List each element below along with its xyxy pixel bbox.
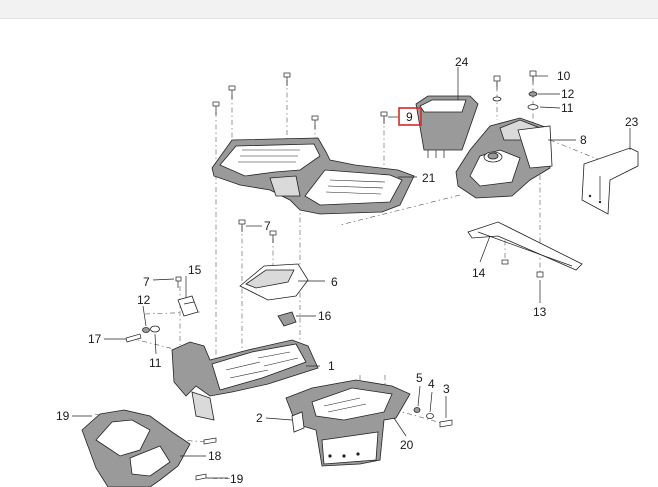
hardware-5-4-3	[413, 407, 453, 428]
part-8-tank-assembly	[455, 117, 553, 199]
callout-4: 4	[428, 377, 435, 391]
part-21-floor-plate	[211, 137, 415, 215]
callout-1: 1	[328, 359, 335, 373]
callout-11-left: 11	[149, 356, 162, 370]
callout-24: 24	[455, 55, 469, 69]
callout-3: 3	[443, 382, 450, 396]
callout-20: 20	[400, 438, 414, 452]
part-1-floor-pan	[171, 339, 319, 421]
part-24-bracket	[415, 95, 479, 158]
callout-23: 23	[625, 115, 639, 129]
part-15-bracket	[177, 295, 199, 317]
part-20-rear-floor	[285, 379, 411, 467]
part-23-side-bracket	[581, 147, 639, 215]
callout-12-right: 12	[561, 87, 575, 101]
callout-11-right: 11	[561, 101, 574, 115]
highlight-box-9	[398, 107, 422, 126]
hardware-10-12-11	[492, 70, 539, 110]
callout-16: 16	[318, 309, 332, 323]
callout-15: 15	[188, 263, 202, 277]
callout-9: 9	[406, 110, 413, 124]
callout-13: 13	[533, 305, 547, 319]
callout-7-upper: 7	[264, 219, 271, 233]
callout-12-left: 12	[137, 293, 151, 307]
callout-14: 14	[472, 266, 486, 280]
part-16-clip	[277, 311, 297, 327]
hardware-19-18	[195, 437, 217, 481]
callout-18: 18	[208, 449, 222, 463]
top-bar	[0, 0, 658, 19]
callout-19-bottom: 19	[230, 472, 244, 486]
part-18-fender	[81, 409, 191, 487]
part-14-strap	[467, 221, 583, 271]
callout-labels: 24 10 12 11 9 8 23 21 7 14 6 7 15 12 13 …	[56, 55, 639, 486]
bolts-7-upper	[238, 219, 277, 243]
part-2-bracket	[291, 411, 305, 433]
callout-10: 10	[557, 69, 571, 83]
callout-6: 6	[331, 275, 338, 289]
floor-plate-bolts	[212, 72, 388, 129]
callout-21: 21	[422, 171, 436, 185]
part-6-shield	[239, 263, 309, 301]
callout-2: 2	[256, 411, 263, 425]
callout-19-left: 19	[56, 409, 70, 423]
callout-17: 17	[88, 332, 102, 346]
callout-8: 8	[580, 133, 587, 147]
callout-5: 5	[416, 371, 423, 385]
left-hardware	[125, 276, 182, 343]
callout-leaders	[72, 67, 631, 479]
callout-7-left: 7	[143, 275, 150, 289]
